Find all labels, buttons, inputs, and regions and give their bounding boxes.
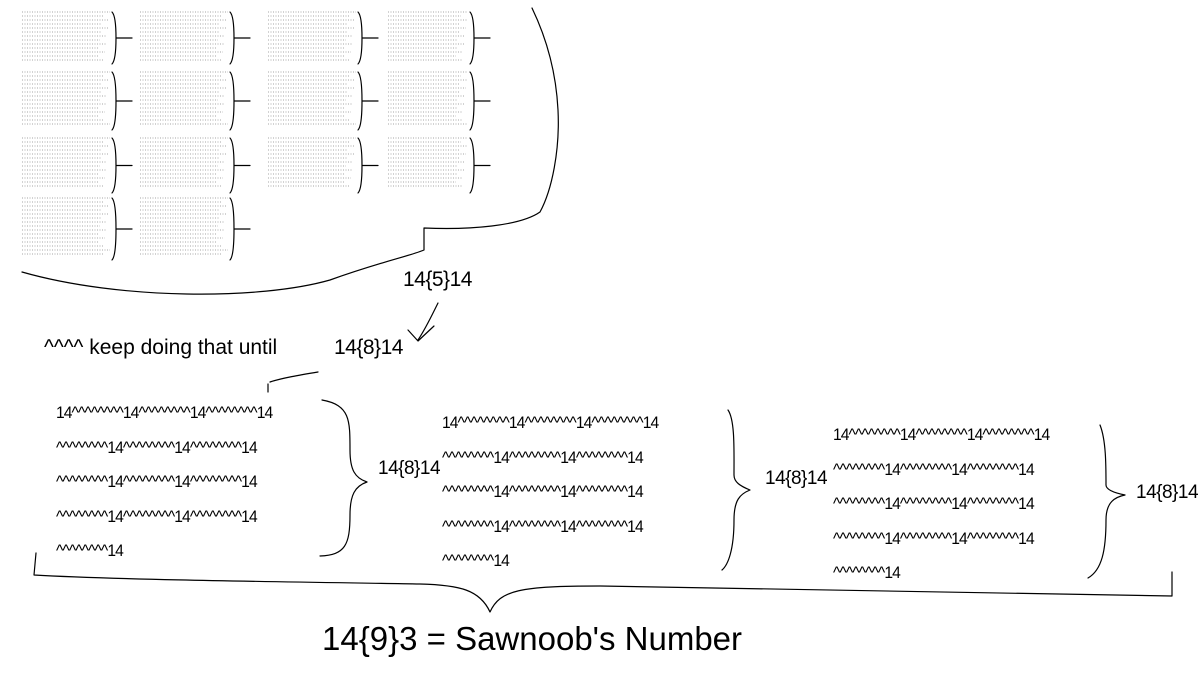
thumbnail-block bbox=[388, 71, 491, 131]
top-label: 14{5}14 bbox=[403, 268, 472, 291]
thumbnail-block bbox=[388, 137, 491, 194]
block-line: ^^^^^^^^14^^^^^^^^14^^^^^^^^14 bbox=[442, 516, 644, 536]
top-region-outline bbox=[21, 7, 559, 295]
thumbnail-block bbox=[268, 137, 379, 194]
thumbnail-block bbox=[22, 11, 133, 65]
block-line: ^^^^^^^^14 bbox=[833, 563, 901, 582]
block-1-size-label: 14{8}14 bbox=[378, 458, 441, 479]
keep-doing-target: 14{8}14 bbox=[334, 336, 403, 359]
block-3-size-label: 14{8}14 bbox=[1136, 482, 1199, 503]
keep-doing-text: ^^^^ keep doing that until bbox=[44, 336, 278, 359]
power-tower-block-2: 14^^^^^^^^14^^^^^^^^14^^^^^^^^14 ^^^^^^^… bbox=[442, 406, 677, 579]
thumbnail-block bbox=[268, 71, 379, 131]
block-line: ^^^^^^^^14^^^^^^^^14^^^^^^^^14 bbox=[442, 482, 644, 501]
brace-block-1 bbox=[319, 399, 368, 557]
power-tower-block-3: 14^^^^^^^^14^^^^^^^^14^^^^^^^^14 ^^^^^^^… bbox=[833, 418, 1068, 591]
block-line: ^^^^^^^^14^^^^^^^^14^^^^^^^^14 bbox=[442, 447, 644, 467]
block-line: ^^^^^^^^14^^^^^^^^14^^^^^^^^14 bbox=[56, 506, 258, 526]
arrow-down-1 bbox=[417, 302, 439, 341]
final-result-label: 14{9}3 = Sawnoob's Number bbox=[322, 620, 743, 657]
thumbnail-block bbox=[140, 71, 251, 131]
thumbnail-block bbox=[22, 71, 133, 131]
block-line: ^^^^^^^^14^^^^^^^^14^^^^^^^^14 bbox=[56, 472, 258, 491]
block-line: ^^^^^^^^14^^^^^^^^14^^^^^^^^14 bbox=[56, 437, 258, 457]
thumbnail-block bbox=[140, 197, 251, 261]
brace-block-2 bbox=[721, 409, 751, 571]
thumbnail-block bbox=[140, 11, 251, 65]
block-line: ^^^^^^^^14^^^^^^^^14^^^^^^^^14 bbox=[833, 459, 1035, 479]
block-line: ^^^^^^^^14 bbox=[442, 551, 510, 570]
thumbnail-grid bbox=[22, 11, 491, 261]
thumbnail-block bbox=[22, 197, 133, 261]
arrow-down-2 bbox=[269, 371, 319, 383]
block-2-size-label: 14{8}14 bbox=[765, 468, 828, 489]
arrow-down-1-head bbox=[407, 325, 435, 342]
thumbnail-block bbox=[388, 11, 491, 65]
power-tower-block-1: 14^^^^^^^^14^^^^^^^^14^^^^^^^^14 ^^^^^^^… bbox=[56, 396, 291, 569]
miniature-block-thumbnails bbox=[0, 0, 1200, 305]
brace-block-3 bbox=[1087, 424, 1126, 579]
block-line: ^^^^^^^^14^^^^^^^^14^^^^^^^^14 bbox=[833, 528, 1035, 548]
thumbnail-block bbox=[22, 137, 133, 194]
thumbnail-block bbox=[140, 137, 251, 194]
thumbnail-block bbox=[268, 11, 379, 65]
block-line: 14^^^^^^^^14^^^^^^^^14^^^^^^^^14 bbox=[833, 425, 1050, 444]
block-line: ^^^^^^^^14 bbox=[56, 541, 124, 560]
block-line: ^^^^^^^^14^^^^^^^^14^^^^^^^^14 bbox=[833, 494, 1035, 513]
block-line: 14^^^^^^^^14^^^^^^^^14^^^^^^^^14 bbox=[442, 413, 659, 432]
block-line: 14^^^^^^^^14^^^^^^^^14^^^^^^^^14 bbox=[56, 403, 273, 422]
